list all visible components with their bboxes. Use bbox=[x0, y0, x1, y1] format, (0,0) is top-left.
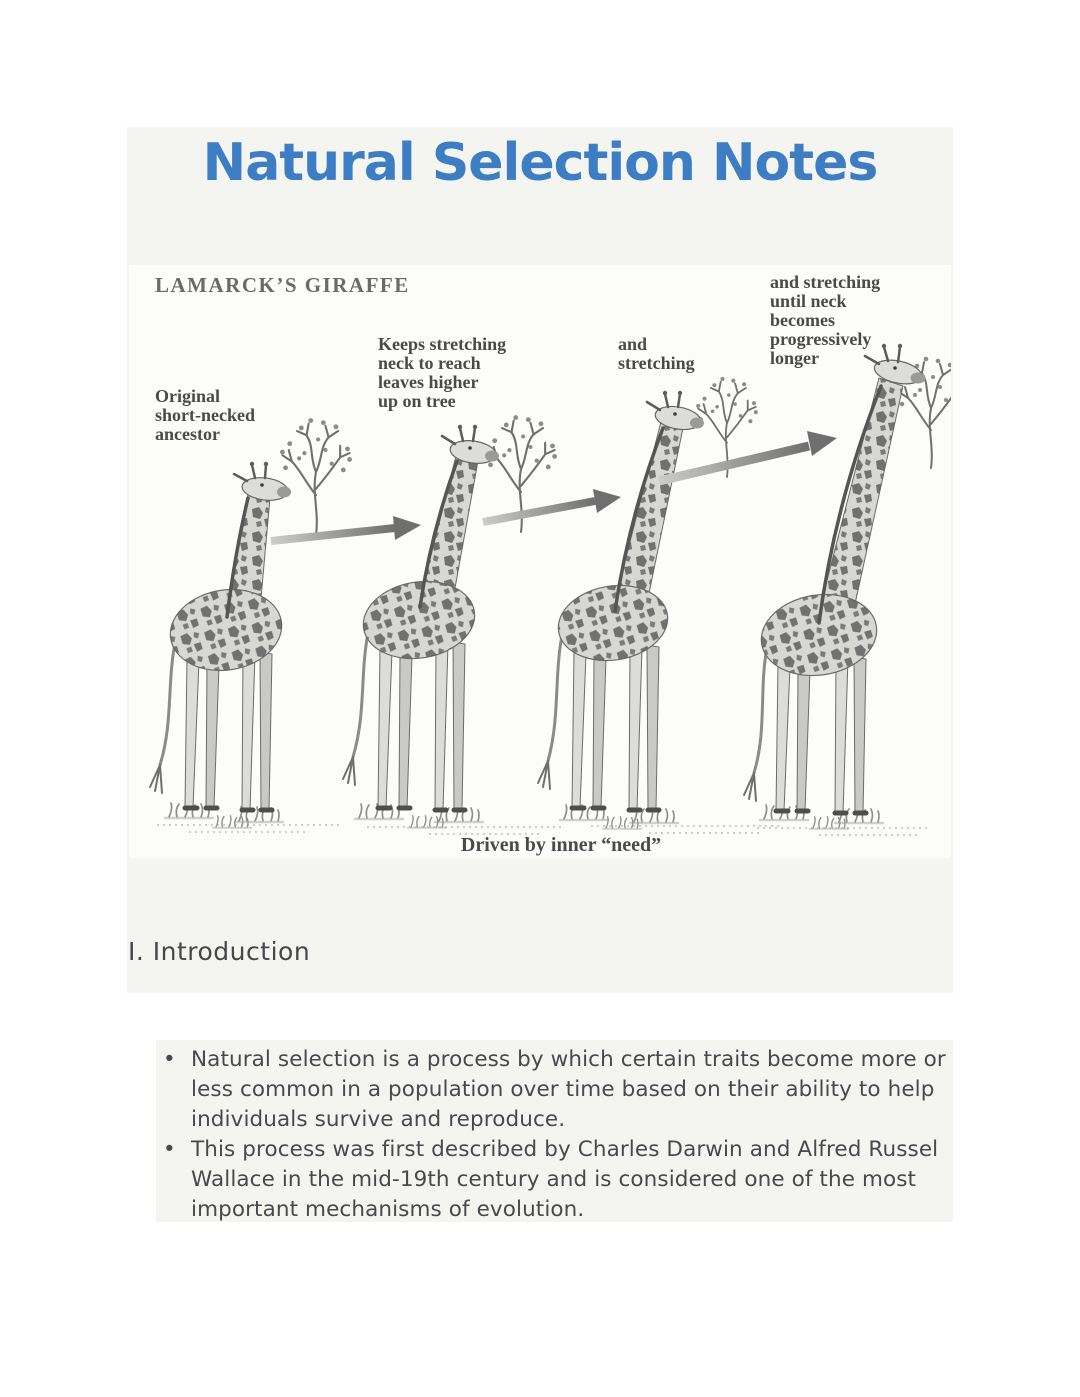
introduction-bullets-panel: Natural selection is a process by which … bbox=[156, 1040, 953, 1222]
figure-caption: Driven by inner “need” bbox=[460, 834, 662, 856]
giraffe-stage-4 bbox=[743, 343, 926, 816]
bullet-natural-selection-definition: Natural selection is a process by which … bbox=[156, 1045, 947, 1135]
lamarck-giraffe-figure: LAMARCK’S GIRAFFE Original short-necked … bbox=[129, 265, 951, 858]
giraffe-stage-3 bbox=[537, 390, 704, 813]
evolution-arrow-1 bbox=[270, 516, 421, 545]
notes-content-panel: Natural Selection Notes bbox=[127, 127, 953, 993]
label-keeps-stretching: Keeps stretching neck to reach leaves hi… bbox=[378, 334, 507, 411]
evolution-arrow-2 bbox=[482, 489, 621, 526]
giraffe-stage-2 bbox=[342, 424, 499, 813]
acacia-tree-1 bbox=[278, 417, 354, 537]
evolution-arrow-3 bbox=[657, 431, 837, 486]
giraffe-evolution-illustration bbox=[149, 343, 951, 836]
giraffe-stage-1 bbox=[149, 461, 291, 813]
introduction-bullet-list: Natural selection is a process by which … bbox=[156, 1045, 947, 1225]
section-heading-introduction: I. Introduction bbox=[128, 937, 311, 966]
grass-ground bbox=[157, 824, 931, 836]
label-original-ancestor: Original short-necked ancestor bbox=[155, 386, 255, 444]
label-progressively-longer: and stretching until neck becomes progre… bbox=[770, 272, 881, 368]
page-title: Natural Selection Notes bbox=[202, 133, 879, 193]
bullet-darwin-wallace-history: This process was first described by Char… bbox=[156, 1135, 947, 1225]
label-and-stretching: and stretching bbox=[618, 334, 695, 373]
figure-heading: LAMARCK’S GIRAFFE bbox=[155, 273, 410, 297]
